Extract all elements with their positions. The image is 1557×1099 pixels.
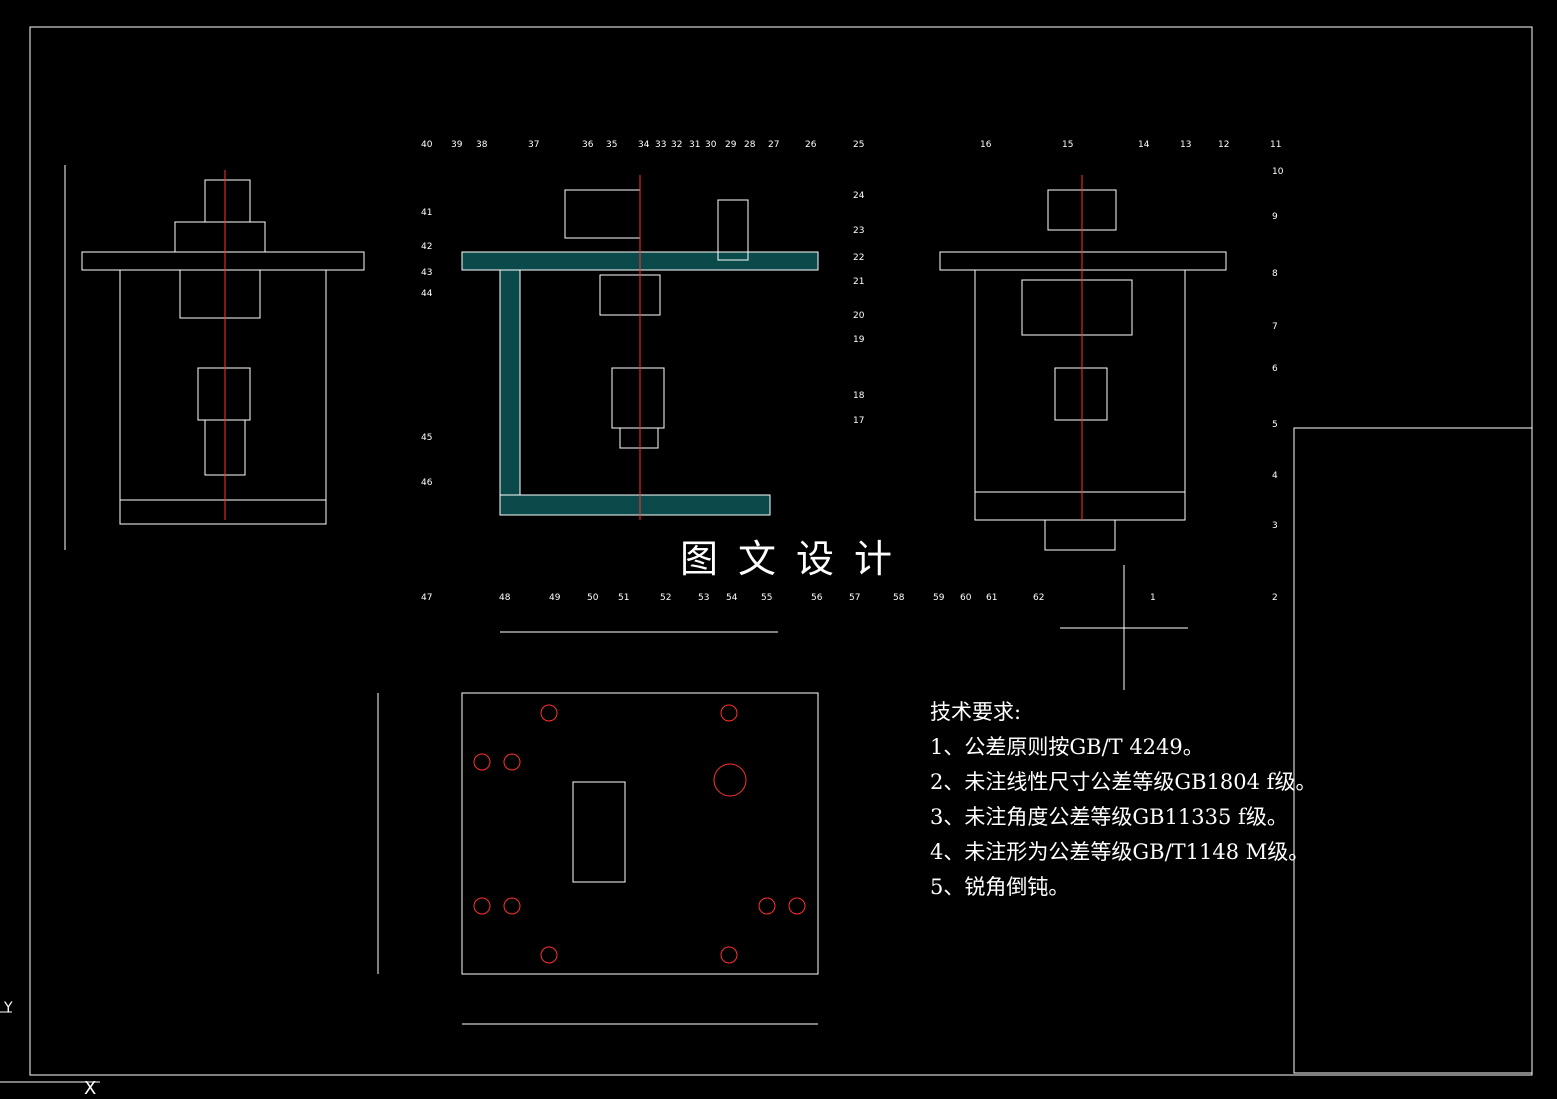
part-balloon-56: 56 xyxy=(811,593,823,603)
part-balloon-36: 36 xyxy=(582,140,594,150)
part-balloon-44: 44 xyxy=(421,289,433,299)
part-balloon-61: 61 xyxy=(986,593,997,603)
tech-item: 4、未注形为公差等级GB/T1148 M级。 xyxy=(930,840,1310,864)
top-view xyxy=(377,692,819,1025)
part-balloon-50: 50 xyxy=(587,593,599,603)
part-balloon-39: 39 xyxy=(451,140,463,150)
part-balloon-37: 37 xyxy=(528,140,539,150)
part-balloon-34: 34 xyxy=(638,140,650,150)
part-balloon-35: 35 xyxy=(606,140,617,150)
part-balloon-14: 14 xyxy=(1138,140,1150,150)
part-balloon-57: 57 xyxy=(849,593,860,603)
part-balloon-27: 27 xyxy=(768,140,779,150)
tech-item: 1、公差原则按GB/T 4249。 xyxy=(930,735,1204,759)
top-view-holes xyxy=(473,704,806,964)
part-balloon-41: 41 xyxy=(421,208,432,218)
part-balloon-18: 18 xyxy=(853,391,865,401)
part-balloon-28: 28 xyxy=(744,140,756,150)
part-balloon-55: 55 xyxy=(761,593,772,603)
part-balloon-6: 6 xyxy=(1272,364,1278,374)
part-balloon-48: 48 xyxy=(499,593,511,603)
part-balloon-51: 51 xyxy=(618,593,629,603)
part-balloon-20: 20 xyxy=(853,311,865,321)
title-block xyxy=(1293,427,1533,1074)
ucs-y-label: Y xyxy=(3,1000,13,1016)
part-balloon-58: 58 xyxy=(893,593,905,603)
tech-item: 3、未注角度公差等级GB11335 f级。 xyxy=(930,805,1288,829)
tech-item: 2、未注线性尺寸公差等级GB1804 f级。 xyxy=(930,770,1317,794)
part-balloon-45: 45 xyxy=(421,433,432,443)
part-balloon-46: 46 xyxy=(421,478,433,488)
part-balloon-33: 33 xyxy=(655,140,666,150)
left-view xyxy=(64,165,365,550)
front-view xyxy=(461,189,819,633)
part-balloon-5: 5 xyxy=(1272,420,1278,430)
part-balloon-4: 4 xyxy=(1272,471,1278,481)
part-balloon-12: 12 xyxy=(1218,140,1229,150)
part-balloon-15: 15 xyxy=(1062,140,1073,150)
part-balloon-38: 38 xyxy=(476,140,488,150)
part-balloon-29: 29 xyxy=(725,140,737,150)
technical-requirements: 技术要求: 1、公差原则按GB/T 4249。 2、未注线性尺寸公差等级GB18… xyxy=(930,696,1316,906)
part-balloon-23: 23 xyxy=(853,226,864,236)
part-balloon-2: 2 xyxy=(1272,593,1278,603)
center-lines xyxy=(224,170,1083,520)
part-balloon-9: 9 xyxy=(1272,212,1278,222)
part-balloon-3: 3 xyxy=(1272,521,1278,531)
part-balloon-24: 24 xyxy=(853,191,865,201)
part-balloon-30: 30 xyxy=(705,140,717,150)
right-view xyxy=(939,189,1227,690)
part-balloon-25: 25 xyxy=(853,140,864,150)
part-balloon-43: 43 xyxy=(421,268,432,278)
part-balloon-19: 19 xyxy=(853,335,865,345)
part-balloon-40: 40 xyxy=(421,140,433,150)
part-balloon-16: 16 xyxy=(980,140,992,150)
tech-item: 5、锐角倒钝。 xyxy=(930,875,1070,899)
part-balloon-22: 22 xyxy=(853,253,864,263)
part-balloon-17: 17 xyxy=(853,416,864,426)
part-balloon-8: 8 xyxy=(1272,269,1278,279)
part-balloon-26: 26 xyxy=(805,140,817,150)
part-balloon-7: 7 xyxy=(1272,322,1278,332)
part-balloon-1: 1 xyxy=(1150,593,1156,603)
part-balloon-47: 47 xyxy=(421,593,432,603)
tech-heading: 技术要求: xyxy=(930,700,1022,724)
part-balloon-60: 60 xyxy=(960,593,972,603)
part-balloon-10: 10 xyxy=(1272,167,1284,177)
watermark: 图文设计 xyxy=(680,537,913,581)
part-balloon-59: 59 xyxy=(933,593,945,603)
part-balloon-32: 32 xyxy=(671,140,682,150)
part-balloon-21: 21 xyxy=(853,277,864,287)
part-balloon-52: 52 xyxy=(660,593,671,603)
part-balloon-31: 31 xyxy=(689,140,700,150)
part-balloon-53: 53 xyxy=(698,593,709,603)
part-balloon-13: 13 xyxy=(1180,140,1191,150)
part-balloon-42: 42 xyxy=(421,242,432,252)
part-balloon-54: 54 xyxy=(726,593,738,603)
part-balloon-49: 49 xyxy=(549,593,561,603)
ucs-x-label: X xyxy=(84,1078,96,1099)
part-balloon-62: 62 xyxy=(1033,593,1044,603)
part-balloon-11: 11 xyxy=(1270,140,1281,150)
